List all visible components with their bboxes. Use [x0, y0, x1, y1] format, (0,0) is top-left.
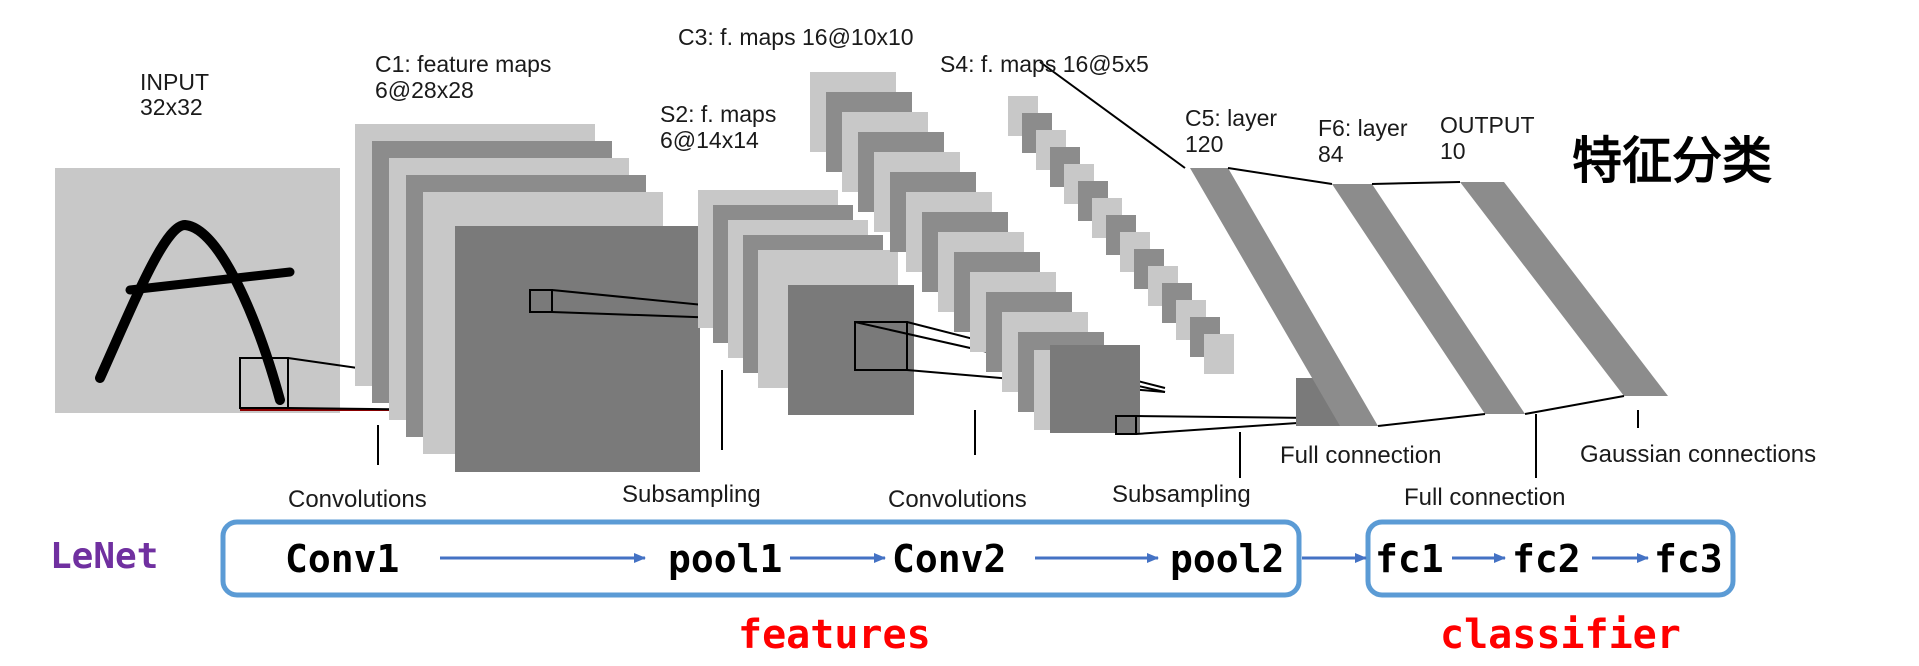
module-conv1: Conv1 — [285, 537, 399, 581]
input-letter-a — [95, 219, 285, 405]
c3-field-line-2 — [1135, 421, 1313, 435]
c1-size: 6@28x28 — [375, 77, 474, 103]
module-fc1: fc1 — [1375, 537, 1444, 581]
module-fc2: fc2 — [1512, 537, 1581, 581]
s4-map — [1204, 334, 1234, 374]
s4-label: S4: f. maps 16@5x5 — [940, 51, 1149, 77]
module-pool2: pool2 — [1170, 537, 1284, 581]
fc-layers: C5: layer 120 F6: layer 84 OUTPUT 10 — [1185, 105, 1668, 427]
c3-map — [1050, 345, 1140, 433]
c3-layer: C3: f. maps 16@10x10 — [678, 24, 1313, 435]
c5-label: C5: layer — [1185, 105, 1277, 131]
c3-label: C3: f. maps 16@10x10 — [678, 24, 914, 50]
f6-bottom-line — [1524, 395, 1625, 415]
sub1-op-label: Subsampling — [622, 481, 761, 508]
input-size: 32x32 — [140, 94, 203, 120]
c3-receptive-field — [1115, 415, 1137, 435]
f6-top-line — [1371, 181, 1461, 185]
s2-layer: S2: f. maps 6@14x14 — [660, 101, 1166, 415]
sub2-op-label: Subsampling — [1112, 481, 1251, 508]
features-label: features — [738, 612, 931, 658]
s2-label: S2: f. maps — [660, 101, 776, 127]
s4-layer: S4: f. maps 16@5x5 — [940, 51, 1342, 426]
lenet-label: LeNet — [50, 536, 158, 577]
conv1-op-label: Convolutions — [288, 486, 427, 513]
lenet-pipeline: LeNet Conv1 pool1 Conv2 pool2 fc1 fc2 fc… — [50, 519, 1736, 658]
conv2-op-label: Convolutions — [888, 486, 1027, 513]
full1-op-label: Full connection — [1280, 442, 1441, 469]
input-layer: INPUT 32x32 — [55, 69, 636, 413]
input-letter-a-bar — [125, 267, 295, 295]
c1-receptive-field — [529, 289, 553, 313]
output-label: OUTPUT — [1440, 112, 1535, 138]
features-box — [220, 519, 1302, 598]
c1-layer: C1: feature maps 6@28x28 — [355, 51, 836, 472]
classifier-box — [1365, 519, 1736, 598]
c5-size: 120 — [1185, 131, 1223, 157]
full2-op-label: Full connection — [1404, 484, 1565, 511]
s2-size: 6@14x14 — [660, 127, 759, 153]
s4-to-c5-line — [1039, 61, 1186, 169]
operation-labels: Convolutions Subsampling Convolutions Su… — [288, 370, 1816, 513]
input-receptive-field — [239, 357, 289, 409]
s2-map — [788, 285, 914, 415]
classify-heading: 特征分类 — [1572, 132, 1772, 190]
c3-field-line — [1135, 415, 1313, 419]
output-size: 10 — [1440, 138, 1466, 164]
gauss-op-label: Gaussian connections — [1580, 441, 1816, 468]
f6-label: F6: layer — [1318, 115, 1408, 141]
f6-size: 84 — [1318, 141, 1344, 167]
c1-map — [455, 226, 700, 472]
c5-bottom-line — [1377, 413, 1486, 427]
module-pool1: pool1 — [668, 537, 782, 581]
s2-receptive-field — [854, 321, 908, 371]
module-conv2: Conv2 — [892, 537, 1006, 581]
classifier-label: classifier — [1440, 612, 1681, 658]
c1-label: C1: feature maps — [375, 51, 551, 77]
f6-band — [1332, 184, 1525, 414]
c5-top-line — [1227, 167, 1333, 185]
output-band — [1460, 182, 1668, 396]
input-label: INPUT — [140, 69, 209, 95]
module-fc3: fc3 — [1654, 537, 1723, 581]
c5-band — [1190, 168, 1378, 426]
